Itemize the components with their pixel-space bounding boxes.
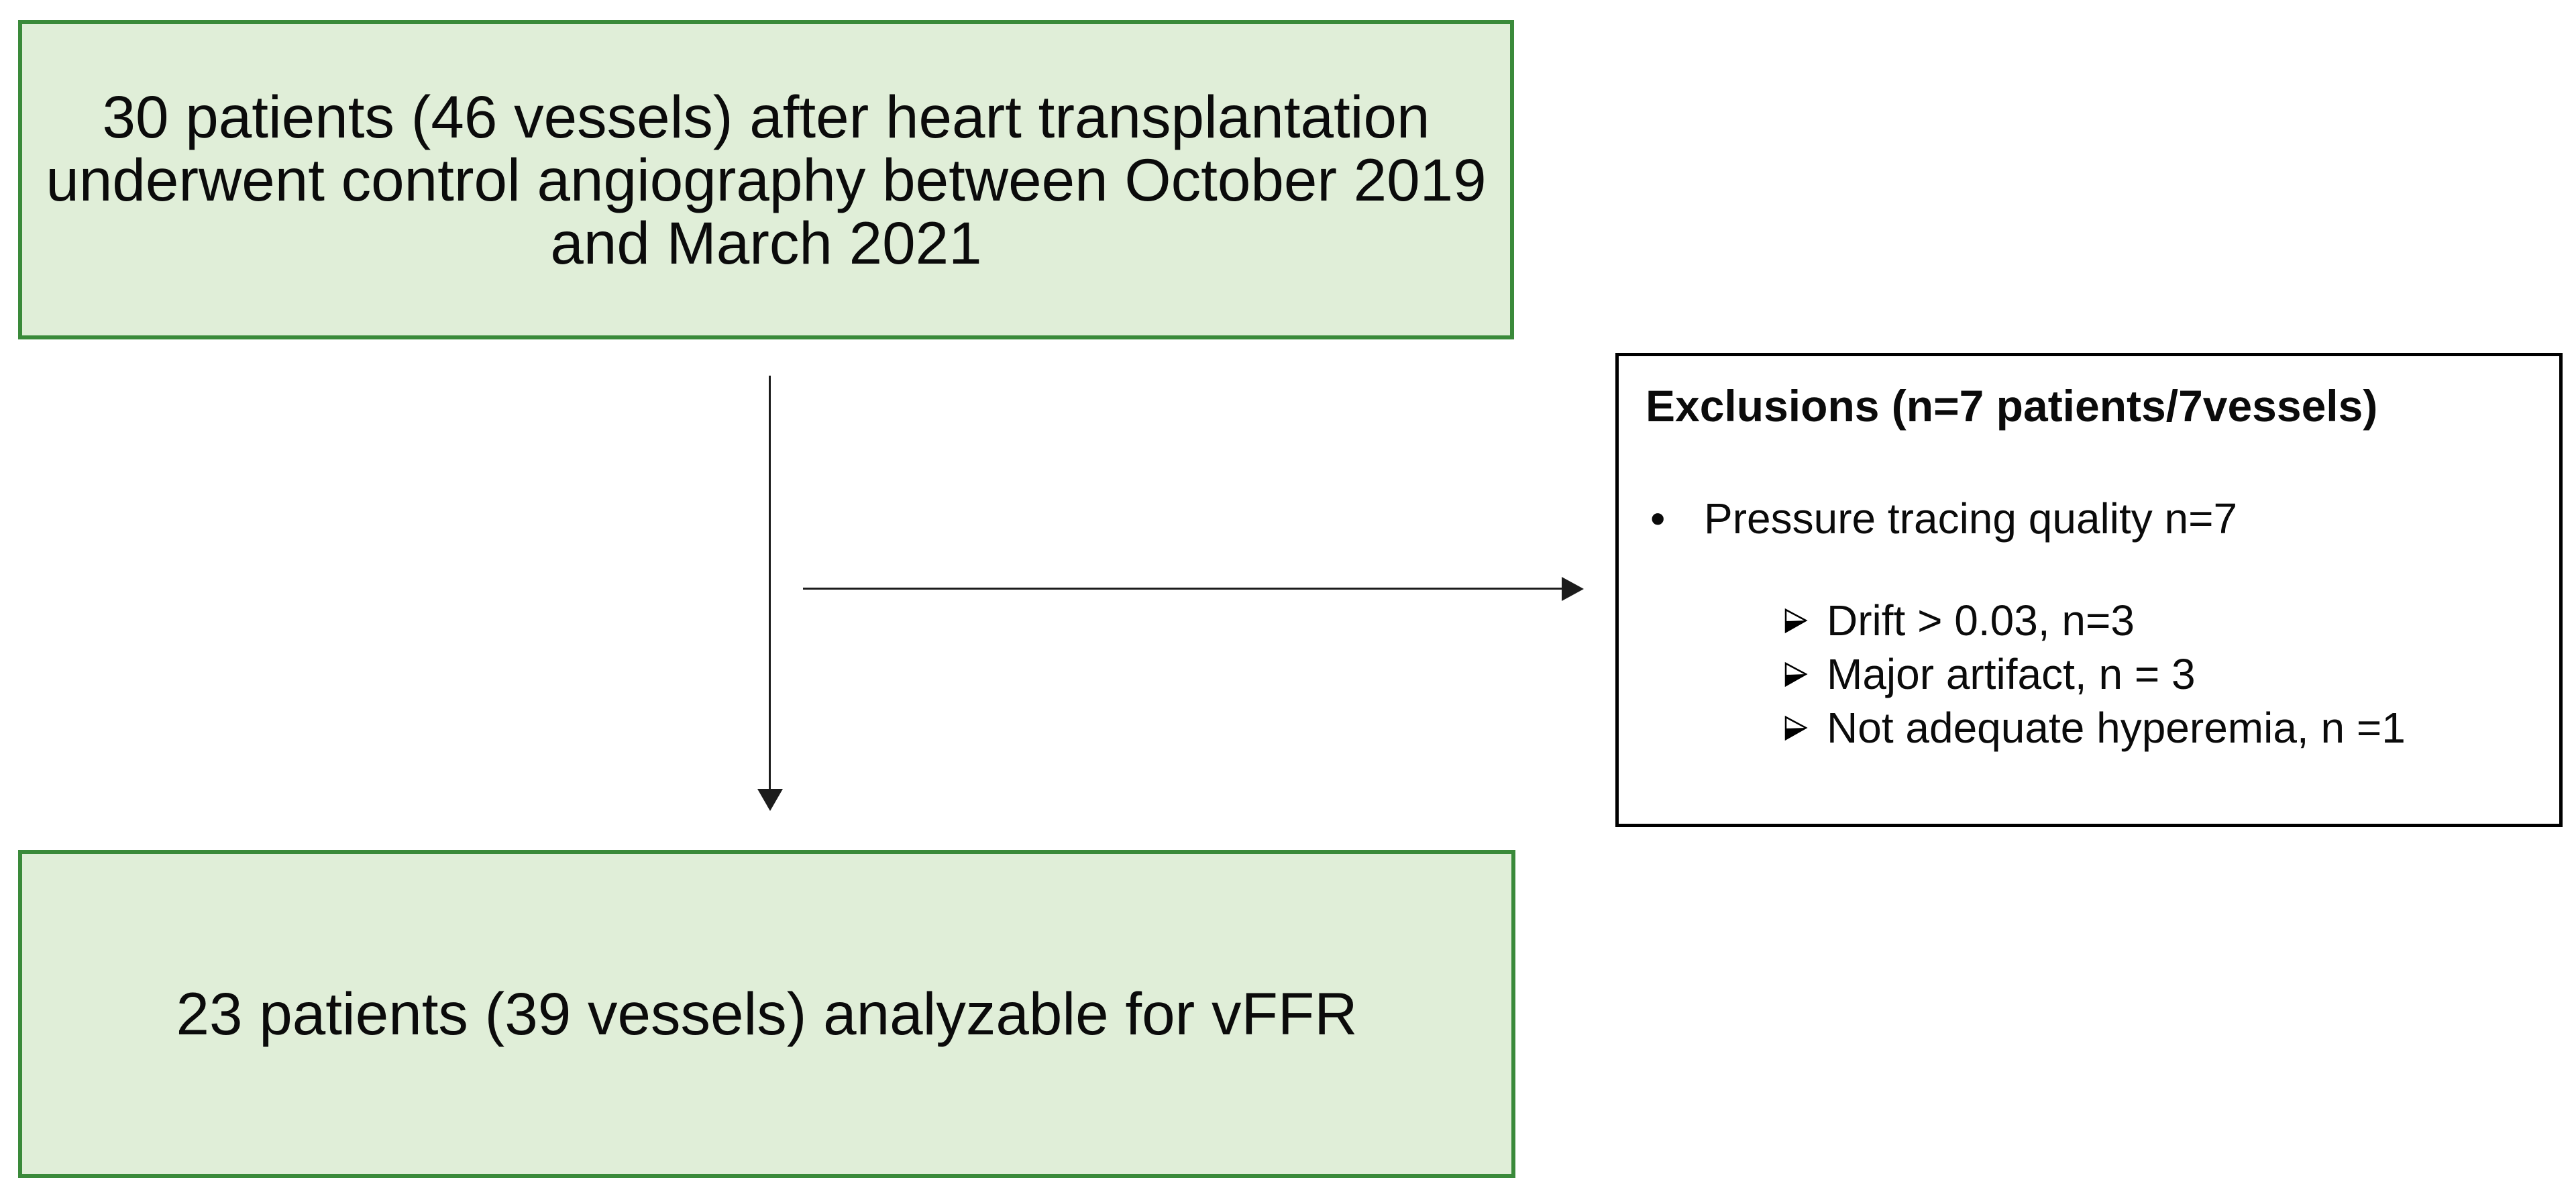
exclusions-box: Exclusions (n=7 patients/7vessels) • Pre…	[1615, 353, 2563, 827]
exclusions-subitem: Major artifact, n = 3	[1619, 647, 2559, 701]
down-arrow-line	[769, 376, 771, 789]
exclusions-subitem: Not adequate hyperemia, n =1	[1619, 701, 2559, 755]
exclusions-bullet-text: Pressure tracing quality n=7	[1704, 494, 2238, 543]
bullet-dot-icon: •	[1650, 494, 1666, 543]
exclusions-subitem: Drift > 0.03, n=3	[1619, 594, 2559, 647]
three-d-arrowhead-icon	[1784, 608, 1808, 634]
exclusions-bullet-item: • Pressure tracing quality n=7	[1619, 492, 2559, 545]
exclusions-sublist: Drift > 0.03, n=3 Major artifact, n = 3 …	[1619, 594, 2559, 755]
down-arrowhead-icon	[757, 789, 783, 811]
analyzable-box: 23 patients (39 vessels) analyzable for …	[18, 850, 1515, 1178]
three-d-arrowhead-icon	[1784, 715, 1808, 741]
enrollment-box: 30 patients (46 vessels) after heart tra…	[18, 20, 1514, 339]
right-arrow-line	[803, 588, 1562, 590]
exclusions-subitem-text: Drift > 0.03, n=3	[1827, 596, 2135, 645]
exclusions-title: Exclusions (n=7 patients/7vessels)	[1646, 381, 2378, 431]
enrollment-box-text: 30 patients (46 vessels) after heart tra…	[46, 83, 1487, 277]
right-arrowhead-icon	[1562, 577, 1584, 601]
analyzable-box-text: 23 patients (39 vessels) analyzable for …	[176, 980, 1358, 1048]
exclusions-subitem-text: Not adequate hyperemia, n =1	[1827, 704, 2406, 752]
exclusions-subitem-text: Major artifact, n = 3	[1827, 650, 2196, 698]
three-d-arrowhead-icon	[1784, 661, 1808, 688]
